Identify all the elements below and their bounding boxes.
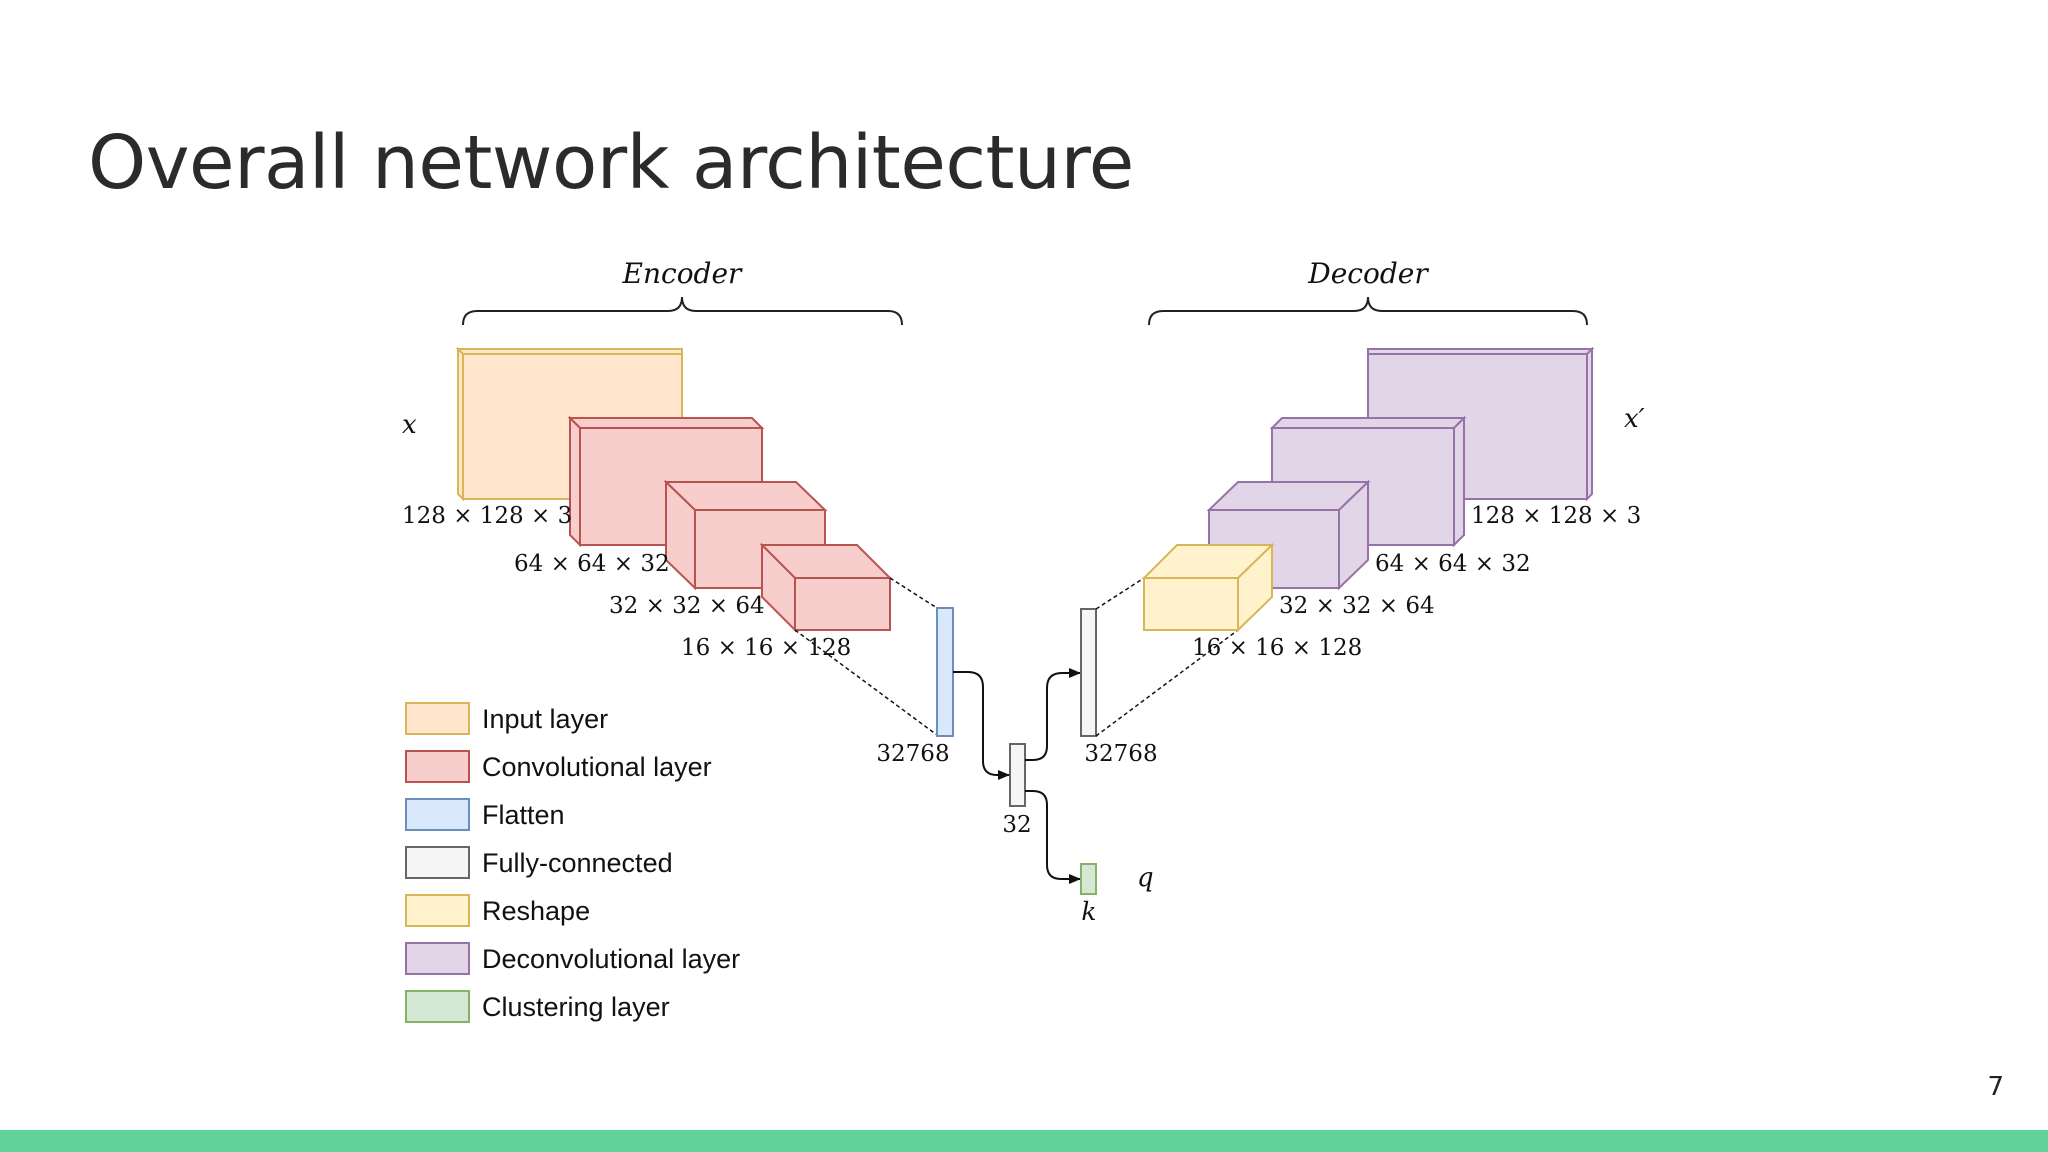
reshape-projection-top <box>1095 577 1145 610</box>
decoder-fc-block <box>1080 608 1097 737</box>
legend-item-fully-connected: Fully-connected <box>405 846 673 879</box>
legend-swatch-flatten <box>405 798 470 831</box>
flatten-to-latent-arrow <box>953 671 1010 780</box>
legend-swatch-convolutional <box>405 750 470 783</box>
output-symbol: x′ <box>1624 404 1645 434</box>
conv-layer-3-block <box>759 542 893 633</box>
page-number: 7 <box>1987 1072 2004 1102</box>
legend-swatch-clustering <box>405 990 470 1023</box>
clustering-layer-block <box>1080 863 1097 895</box>
decoder-brace <box>1148 296 1588 326</box>
latent-to-fc-arrow <box>1025 668 1081 761</box>
legend-item-convolutional: Convolutional layer <box>405 750 712 783</box>
dec-dim-4: 128 × 128 × 3 <box>1471 503 1641 529</box>
legend-item-flatten: Flatten <box>405 798 565 831</box>
enc-dim-4: 16 × 16 × 128 <box>681 635 851 661</box>
slide-title: Overall network architecture <box>88 120 1134 206</box>
bottom-accent-bar <box>0 1130 2048 1152</box>
flatten-size-label: 32768 <box>876 741 949 767</box>
enc-dim-2: 64 × 64 × 32 <box>514 551 670 577</box>
legend-label-fully-connected: Fully-connected <box>482 848 673 878</box>
legend-label-input: Input layer <box>482 704 608 734</box>
legend-item-input: Input layer <box>405 702 608 735</box>
flatten-projection-bottom <box>794 629 938 736</box>
legend-label-deconvolutional: Deconvolutional layer <box>482 944 740 974</box>
legend: Input layer Convolutional layer Flatten … <box>405 702 740 1023</box>
fc-size-label: 32768 <box>1084 741 1157 767</box>
latent-fc-block <box>1009 743 1026 807</box>
cluster-k-symbol: k <box>1081 897 1096 926</box>
dec-dim-3: 64 × 64 × 32 <box>1375 551 1531 577</box>
legend-item-clustering: Clustering layer <box>405 990 670 1023</box>
legend-label-flatten: Flatten <box>482 800 565 830</box>
input-symbol: x <box>402 410 417 440</box>
legend-swatch-fully-connected <box>405 846 470 879</box>
legend-item-deconvolutional: Deconvolutional layer <box>405 942 740 975</box>
enc-dim-3: 32 × 32 × 64 <box>609 593 765 619</box>
legend-label-clustering: Clustering layer <box>482 992 670 1022</box>
decoder-label: Decoder <box>1307 257 1429 290</box>
enc-dim-1: 128 × 128 × 3 <box>402 503 572 529</box>
dec-dim-1: 16 × 16 × 128 <box>1192 635 1362 661</box>
flatten-projection-top <box>889 577 938 609</box>
encoder-brace <box>462 296 903 326</box>
legend-swatch-reshape <box>405 894 470 927</box>
cluster-q-symbol: q <box>1137 863 1154 893</box>
reshape-projection-bottom <box>1095 629 1239 737</box>
legend-label-convolutional: Convolutional layer <box>482 752 712 782</box>
legend-item-reshape: Reshape <box>405 894 590 927</box>
legend-swatch-input <box>405 702 470 735</box>
latent-to-cluster-arrow <box>1025 790 1081 884</box>
latent-size-label: 32 <box>1002 812 1031 838</box>
encoder-label: Encoder <box>622 257 744 290</box>
legend-label-reshape: Reshape <box>482 896 590 926</box>
flatten-layer-block <box>936 607 954 737</box>
reshape-layer-block <box>1141 542 1275 633</box>
legend-swatch-deconvolutional <box>405 942 470 975</box>
dec-dim-2: 32 × 32 × 64 <box>1279 593 1435 619</box>
